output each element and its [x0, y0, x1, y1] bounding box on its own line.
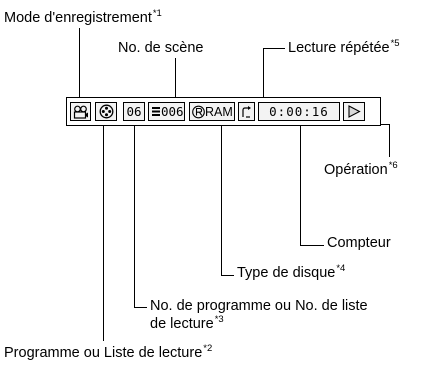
program-reel-icon	[95, 102, 117, 121]
leader-repeat-v	[263, 48, 265, 101]
scene-bars-icon	[152, 107, 160, 116]
leader-counter-v	[300, 123, 302, 245]
label-operation: Opération*6	[324, 160, 398, 178]
program-number-display: 06	[123, 102, 145, 121]
label-scene-number: No. de scène	[118, 40, 204, 56]
disc-r-icon	[192, 105, 205, 119]
leader-program-number-v	[134, 123, 136, 308]
display-panel: 06 006 RAM	[66, 97, 381, 126]
leader-program-number-h	[134, 307, 147, 309]
leader-counter-h	[300, 245, 324, 247]
play-triangle-icon	[343, 102, 365, 121]
repeat-arrow-icon	[238, 102, 255, 121]
counter-display: 0:00:16	[258, 102, 340, 121]
leader-disc-type-v	[221, 123, 223, 276]
scene-number-display: 006	[148, 102, 185, 121]
camera-icon	[70, 102, 91, 121]
disc-type-display: RAM	[189, 102, 235, 121]
label-program-or-playlist: Programme ou Liste de lecture*2	[4, 343, 213, 361]
label-program-number-line2: de lecture*3	[150, 314, 224, 332]
label-counter: Compteur	[327, 235, 391, 251]
label-repeat-play: Lecture répétée*5	[288, 38, 400, 56]
leader-repeat-h	[263, 48, 285, 50]
label-recording-mode: Mode d'enregistrement*1	[4, 8, 162, 26]
leader-scene-number	[175, 58, 177, 101]
label-program-number: No. de programme ou No. de liste	[150, 298, 368, 314]
leader-operation-v	[389, 124, 391, 157]
leader-recording-mode	[79, 28, 81, 101]
label-disc-type: Type de disque*4	[237, 263, 346, 281]
leader-program-or-playlist	[103, 123, 105, 341]
leader-disc-type-h	[221, 275, 234, 277]
